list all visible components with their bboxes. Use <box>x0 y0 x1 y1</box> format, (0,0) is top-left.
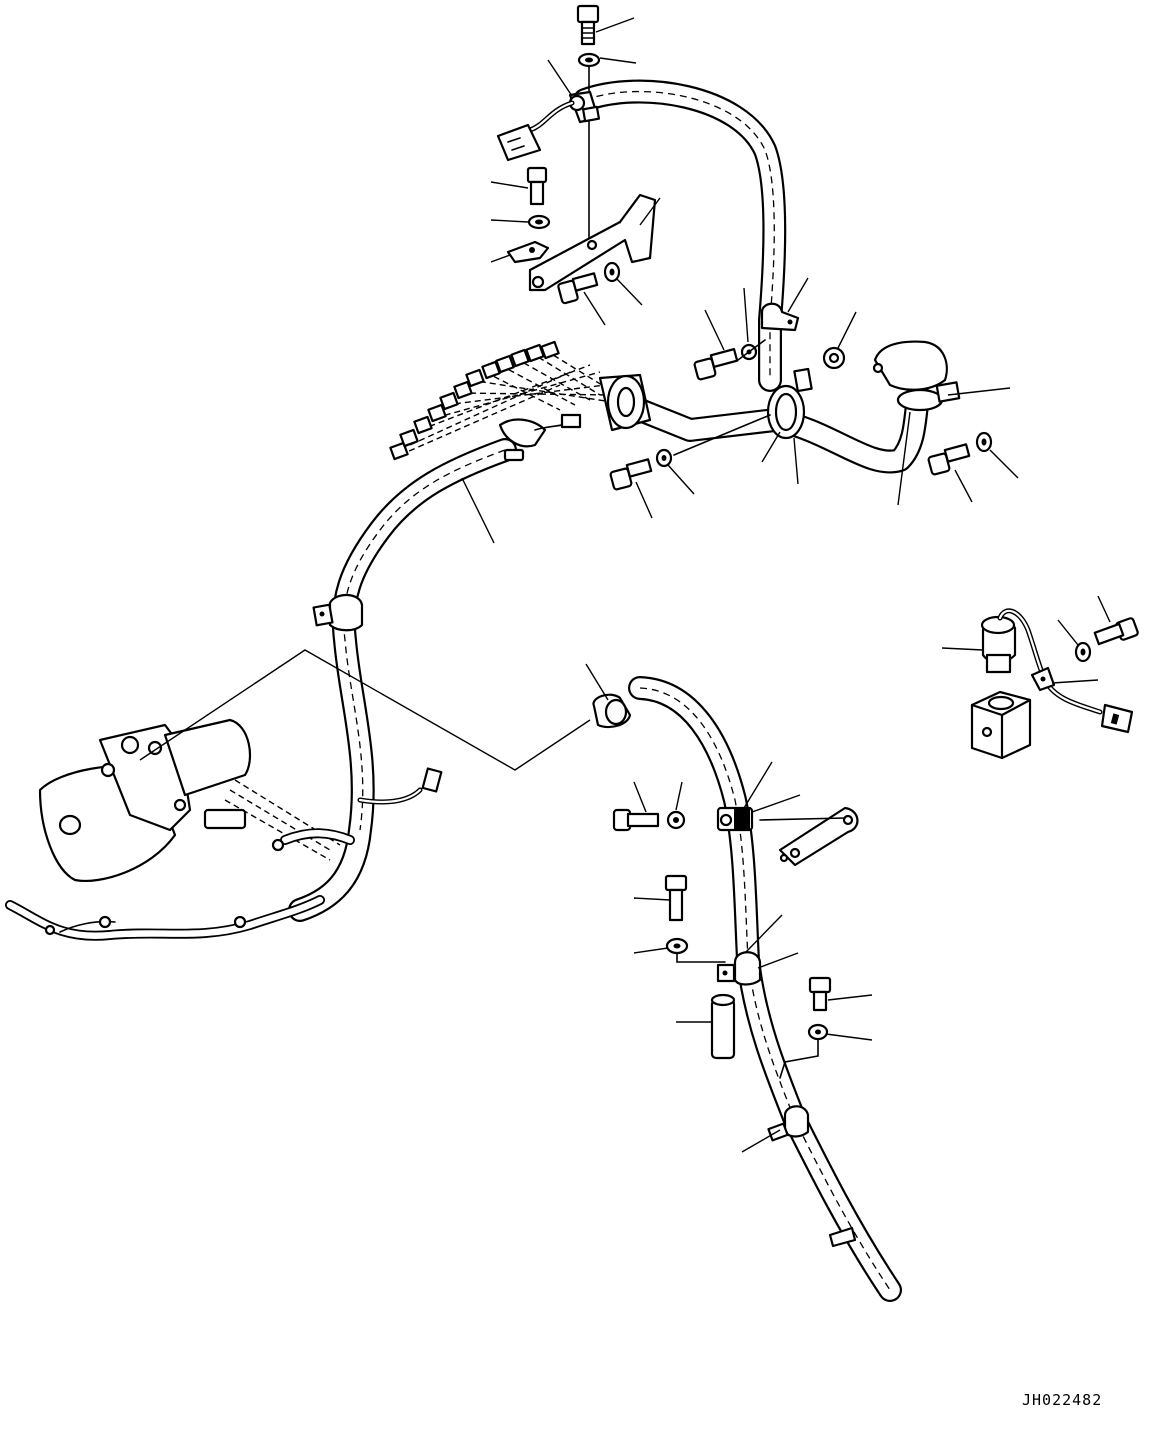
multi-pin-connectors <box>389 340 560 461</box>
harness-junction-sleeve <box>498 373 652 462</box>
lower-bolt-2 <box>808 976 832 1012</box>
upper-clamp <box>760 302 800 332</box>
spacer-collar <box>822 346 846 370</box>
sensor-washer <box>1074 641 1092 663</box>
left-harness-clamp <box>312 593 364 632</box>
mid-bolt-1 <box>526 166 548 206</box>
sensor-plug <box>1100 703 1134 734</box>
sensor-clip <box>1030 666 1056 692</box>
lower-clamp-1 <box>716 951 762 986</box>
bracket-washer <box>603 261 621 283</box>
lower-washer-1 <box>665 937 689 955</box>
right-washer <box>975 431 993 453</box>
lower-washer-2 <box>807 1023 829 1041</box>
right-bolt <box>927 443 971 476</box>
clip-sensor-top <box>568 90 601 124</box>
callout-leaders <box>461 17 1111 1153</box>
connector-branch-bundle <box>399 349 613 456</box>
tie-band <box>828 1226 857 1248</box>
lower-clamp-2 <box>767 1105 810 1142</box>
mid-clip-1 <box>506 240 550 264</box>
mounting-strap <box>778 806 859 867</box>
upper-clamp-bolt <box>693 347 739 381</box>
pressure-sensor <box>980 615 1017 674</box>
mid-bolt-2 <box>612 808 660 832</box>
center-washer <box>655 448 673 468</box>
bracket-plate <box>528 193 657 292</box>
top-bolt <box>576 4 600 46</box>
starter-terminal <box>271 838 285 852</box>
top-washer <box>577 52 601 68</box>
bracket-bolt <box>557 272 599 305</box>
right-grommet <box>872 340 961 412</box>
battery-harness <box>5 895 325 941</box>
sensor-connector-top <box>496 100 575 162</box>
sensor-bolt <box>1093 617 1139 646</box>
standoff-tube <box>710 993 736 1060</box>
mid-clamp-2 <box>716 806 754 832</box>
lower-bolt-1 <box>664 874 688 922</box>
sensor-housing-block <box>970 690 1032 760</box>
grommet <box>766 367 813 440</box>
mid-washer-1 <box>527 214 551 230</box>
starter-motor <box>38 718 252 882</box>
mid-washer-2 <box>666 810 686 830</box>
center-bolt <box>609 458 653 491</box>
harness-end-connector <box>592 693 632 729</box>
drawing-reference-code: JH022482 <box>1022 1391 1102 1409</box>
